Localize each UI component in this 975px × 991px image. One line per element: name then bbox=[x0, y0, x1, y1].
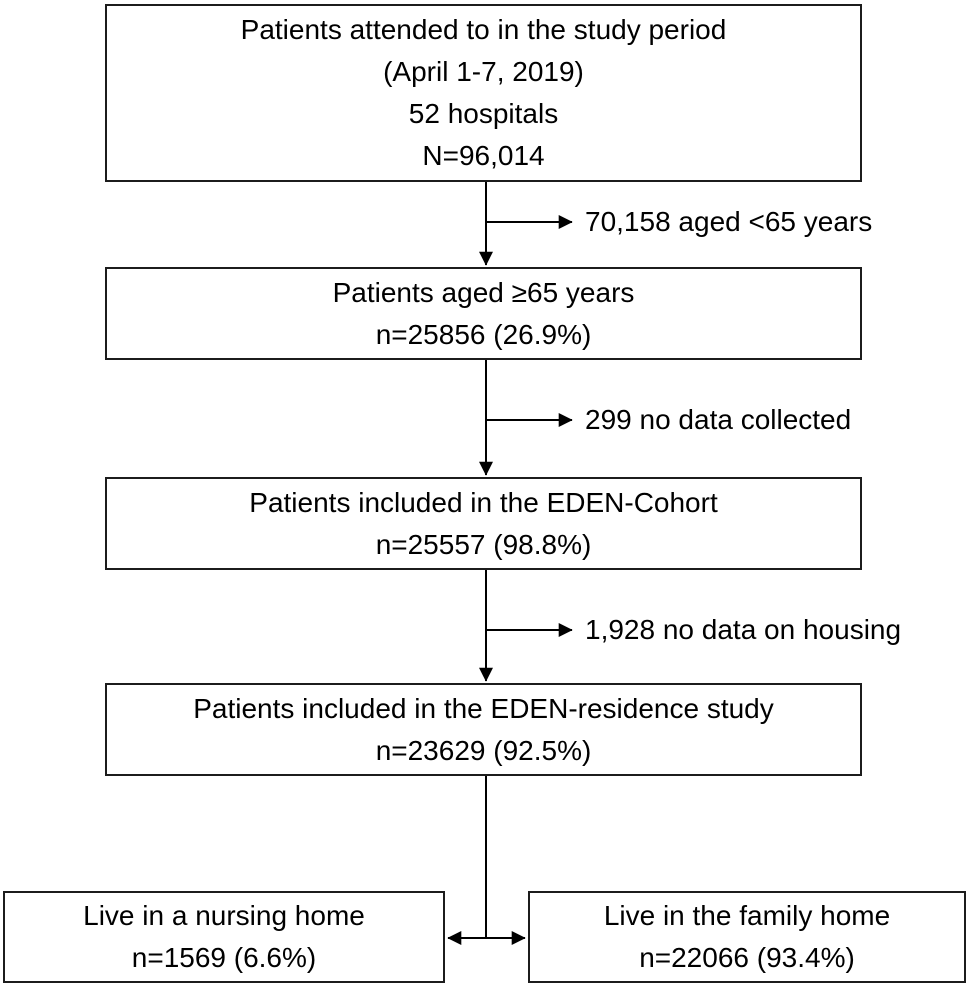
box-nursing-home-count: n=1569 (6.6%) bbox=[131, 942, 317, 973]
box-nursing-home-title: Live in a nursing home bbox=[83, 900, 365, 931]
box-eden-cohort-count: n=25557 (98.8%) bbox=[375, 528, 592, 560]
box-study-period-line-4: N=96,014 bbox=[422, 140, 545, 171]
box-study-period-line-2: (April 1-7, 2019) bbox=[383, 56, 584, 87]
exclusion-label-aged-under-65: 70,158 aged <65 years bbox=[585, 206, 873, 237]
box-study-period-line-3: 52 hospitals bbox=[408, 98, 559, 129]
box-eden-cohort: Patients included in the EDEN-Cohort n=2… bbox=[105, 477, 862, 570]
box-study-period: Patients attended to in the study period… bbox=[105, 4, 862, 182]
box-eden-cohort-title: Patients included in the EDEN-Cohort bbox=[249, 486, 718, 518]
box-eden-residence: Patients included in the EDEN-residence … bbox=[105, 683, 862, 776]
box-aged-65: Patients aged ≥65 years n=25856 (26.9%) bbox=[105, 267, 862, 360]
box-aged-65-title: Patients aged ≥65 years bbox=[332, 276, 635, 308]
exclusion-label-no-housing-data: 1,928 no data on housing bbox=[585, 614, 902, 645]
box-study-period-line-1: Patients attended to in the study period bbox=[240, 14, 727, 45]
exclusion-label-no-data-collected: 299 no data collected bbox=[585, 404, 852, 435]
box-eden-residence-count: n=23629 (92.5%) bbox=[375, 734, 592, 766]
box-nursing-home: Live in a nursing home n=1569 (6.6%) bbox=[3, 891, 445, 983]
box-family-home-count: n=22066 (93.4%) bbox=[639, 942, 855, 973]
box-family-home-title: Live in the family home bbox=[603, 900, 891, 931]
box-family-home: Live in the family home n=22066 (93.4%) bbox=[528, 891, 966, 983]
box-aged-65-count: n=25856 (26.9%) bbox=[375, 318, 592, 350]
box-eden-residence-title: Patients included in the EDEN-residence … bbox=[193, 692, 774, 724]
